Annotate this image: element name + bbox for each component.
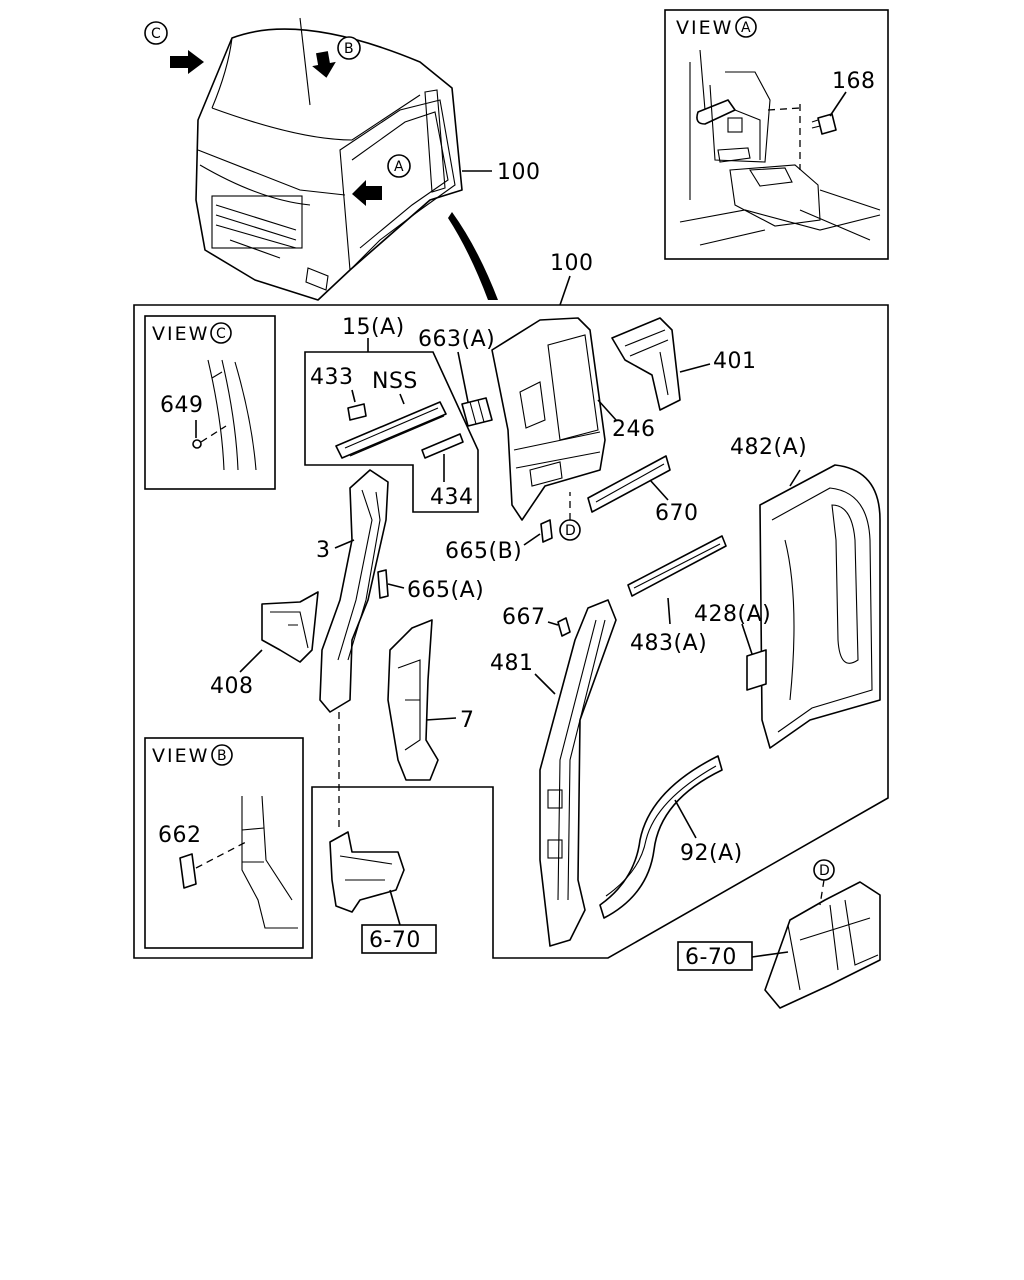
part-3: 3 xyxy=(316,469,389,830)
lower-pillar-bracket xyxy=(329,831,405,926)
ref-6-70-right[interactable]: 6-70 xyxy=(685,945,737,970)
label-662: 662 xyxy=(158,823,202,848)
label-408: 408 xyxy=(210,674,254,699)
part-401: 401 xyxy=(611,317,757,411)
view-a-box: VIEW A 168 xyxy=(664,9,889,260)
label-481: 481 xyxy=(490,651,534,676)
part-481: 481 xyxy=(490,599,617,947)
part-665a: 665(A) xyxy=(377,569,484,603)
part-92a: 92(A) xyxy=(599,755,743,919)
view-c-title: VIEW xyxy=(152,323,209,345)
part-433-nut xyxy=(347,403,367,421)
ref-6-70-left[interactable]: 6-70 xyxy=(369,928,421,953)
view-a-letter: A xyxy=(741,20,751,36)
callout-b: B xyxy=(344,41,354,57)
part-483a: 483(A) xyxy=(627,535,727,656)
label-100-top: 100 xyxy=(497,160,541,185)
callout-d-bottom: D xyxy=(819,863,830,879)
label-401: 401 xyxy=(713,349,757,374)
view-c-arrow xyxy=(170,50,204,74)
view-b-arrow xyxy=(312,51,336,78)
view-c-letter: C xyxy=(216,326,226,342)
callout-d-main: D xyxy=(565,523,576,539)
label-246: 246 xyxy=(612,417,656,442)
part-665b: 665(B) xyxy=(445,519,553,564)
part-482a: 482(A) xyxy=(730,435,881,749)
part-7: 7 xyxy=(387,619,475,781)
label-92a: 92(A) xyxy=(680,841,743,866)
label-100-frame: 100 xyxy=(550,251,594,276)
part-428a: 428(A) xyxy=(694,602,771,691)
label-663a: 663(A) xyxy=(418,327,495,352)
view-c-box: VIEW C 649 xyxy=(144,315,276,490)
callout-a: A xyxy=(394,159,404,175)
part-670: 670 xyxy=(587,455,699,526)
label-433: 433 xyxy=(310,365,354,390)
label-15a: 15(A) xyxy=(342,315,405,340)
detail-pointer-arrow xyxy=(448,212,498,300)
label-665b: 665(B) xyxy=(445,539,522,564)
callout-b-circle xyxy=(337,36,361,60)
callout-c-circle xyxy=(144,21,168,45)
label-482a: 482(A) xyxy=(730,435,807,460)
label-649: 649 xyxy=(160,393,204,418)
label-670: 670 xyxy=(655,501,699,526)
group-15a-box: 15(A) 433 NSS 434 xyxy=(304,315,479,513)
view-b-title: VIEW xyxy=(152,745,209,767)
callout-c: C xyxy=(151,26,161,42)
label-168: 168 xyxy=(832,69,876,94)
view-a-arrow xyxy=(352,180,382,206)
label-667: 667 xyxy=(502,605,546,630)
label-483a: 483(A) xyxy=(630,631,707,656)
part-408: 408 xyxy=(210,591,319,699)
label-434: 434 xyxy=(430,485,474,510)
view-b-box: VIEW B 662 xyxy=(144,737,304,949)
part-434 xyxy=(421,433,464,459)
label-nss: NSS xyxy=(372,369,418,394)
ref-box-left[interactable] xyxy=(361,924,437,954)
label-7: 7 xyxy=(460,708,475,733)
label-428a: 428(A) xyxy=(694,602,771,627)
ref-box-right[interactable] xyxy=(677,941,753,971)
callout-a-circle xyxy=(387,154,411,178)
part-246-panel: 246 D xyxy=(491,317,656,541)
label-665a: 665(A) xyxy=(407,578,484,603)
main-detail-frame xyxy=(133,304,889,959)
leader-100-frame xyxy=(559,275,571,306)
label-3: 3 xyxy=(316,538,331,563)
floor-bracket: D xyxy=(751,859,881,1009)
part-663a: 663(A) xyxy=(418,327,495,427)
view-a-title: VIEW xyxy=(676,17,733,39)
cab-overview xyxy=(195,17,463,301)
view-b-letter: B xyxy=(217,748,227,764)
part-667: 667 xyxy=(502,605,571,637)
